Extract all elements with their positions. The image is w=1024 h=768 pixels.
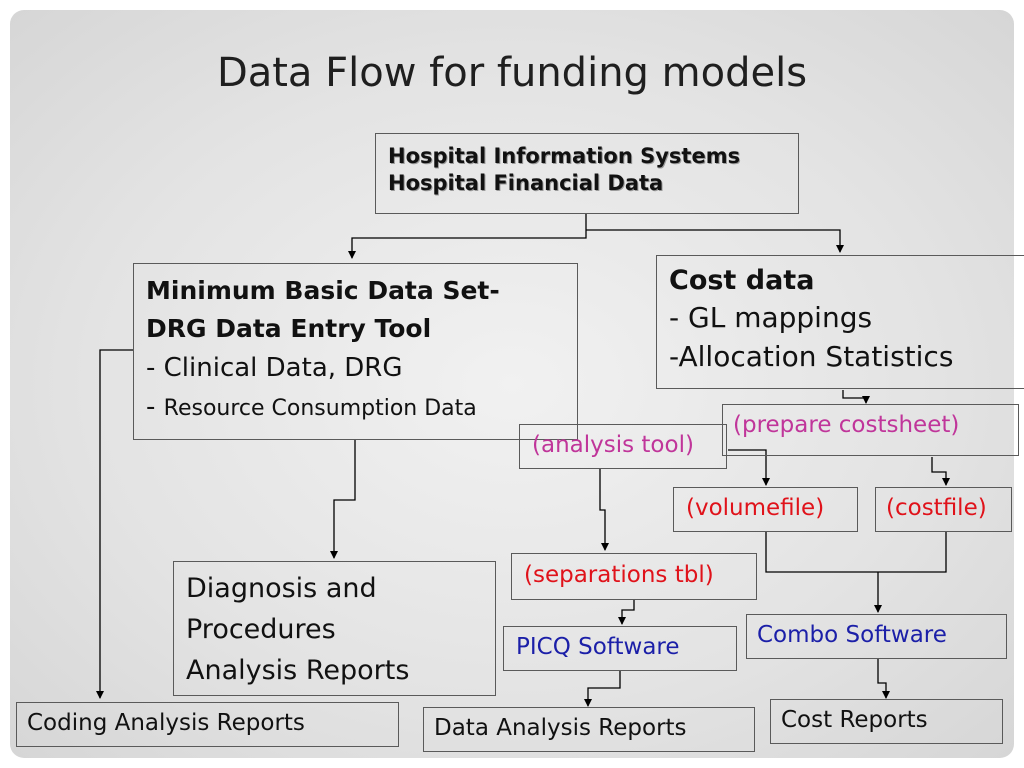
mbds-line-4-dash: -	[146, 392, 164, 422]
cost-line-2: - GL mappings	[669, 301, 873, 335]
his-line-2: Hospital Financial Data	[388, 171, 664, 196]
arrow-combo-to-cost-reports	[877, 658, 890, 699]
cost-line-1: Cost data	[669, 265, 815, 296]
arrow-mbds-to-diagnosis	[330, 440, 356, 559]
separations-tbl-box: (separations tbl)	[511, 553, 757, 600]
arrow-separations-to-picq	[618, 600, 635, 625]
cost-data-box: Cost data - GL mappings -Allocation Stat…	[656, 255, 1024, 389]
diagnosis-line-3: Analysis Reports	[186, 655, 410, 686]
slide-background	[10, 10, 1014, 758]
data-analysis-reports-label: Data Analysis Reports	[434, 715, 687, 741]
costfile-label: (costfile)	[886, 495, 987, 521]
arrow-prepare-to-costfile	[931, 457, 950, 486]
arrow-picq-to-data-reports	[584, 670, 621, 707]
picq-software-box: PICQ Software	[503, 626, 737, 671]
coding-analysis-reports-box: Coding Analysis Reports	[16, 702, 399, 747]
mbds-line-4-text: Resource Consumption Data	[163, 396, 477, 421]
diagnosis-line-1: Diagnosis and	[186, 573, 377, 604]
mbds-line-1: Minimum Basic Data Set-	[146, 276, 500, 305]
diagnosis-line-2: Procedures	[186, 614, 336, 645]
arrow-mbds-to-coding	[96, 349, 133, 699]
mbds-line-3: - Clinical Data, DRG	[146, 353, 403, 383]
arrow-his-to-cost	[586, 229, 844, 253]
arrow-analysis-to-separations	[599, 468, 609, 551]
data-analysis-reports-box: Data Analysis Reports	[423, 707, 755, 752]
cost-reports-box: Cost Reports	[770, 699, 1003, 744]
mbds-line-4: - Resource Consumption Data	[146, 388, 565, 428]
cost-reports-label: Cost Reports	[781, 707, 928, 733]
page-title: Data Flow for funding models	[216, 50, 808, 96]
separations-tbl-label: (separations tbl)	[524, 562, 714, 588]
coding-analysis-reports-label: Coding Analysis Reports	[27, 710, 305, 736]
hospital-information-systems-box: Hospital Information Systems Hospital Fi…	[375, 133, 799, 214]
combo-software-box: Combo Software	[746, 614, 1007, 659]
analysis-tool-box: (analysis tool)	[519, 424, 727, 469]
his-line-1: Hospital Information Systems	[388, 144, 741, 168]
volumefile-label: (volumefile)	[686, 495, 825, 521]
prepare-costsheet-box: (prepare costsheet)	[722, 404, 1019, 456]
arrow-prepare-to-volumefile	[728, 449, 770, 486]
picq-software-label: PICQ Software	[516, 634, 680, 660]
arrow-cost-to-prepare	[842, 390, 870, 404]
minimum-basic-data-set-box: Minimum Basic Data Set- DRG Data Entry T…	[133, 263, 578, 440]
volumefile-box: (volumefile)	[673, 487, 858, 532]
combo-software-label: Combo Software	[757, 622, 947, 648]
analysis-tool-label: (analysis tool)	[532, 432, 694, 458]
cost-line-3: -Allocation Statistics	[669, 339, 954, 373]
arrow-files-to-combo	[765, 532, 947, 612]
mbds-line-2: DRG Data Entry Tool	[146, 314, 432, 343]
costfile-box: (costfile)	[875, 487, 1012, 532]
prepare-costsheet-label: (prepare costsheet)	[733, 412, 960, 438]
arrow-his-to-mbds	[348, 214, 587, 259]
diagnosis-procedures-box: Diagnosis and Procedures Analysis Report…	[173, 561, 496, 696]
